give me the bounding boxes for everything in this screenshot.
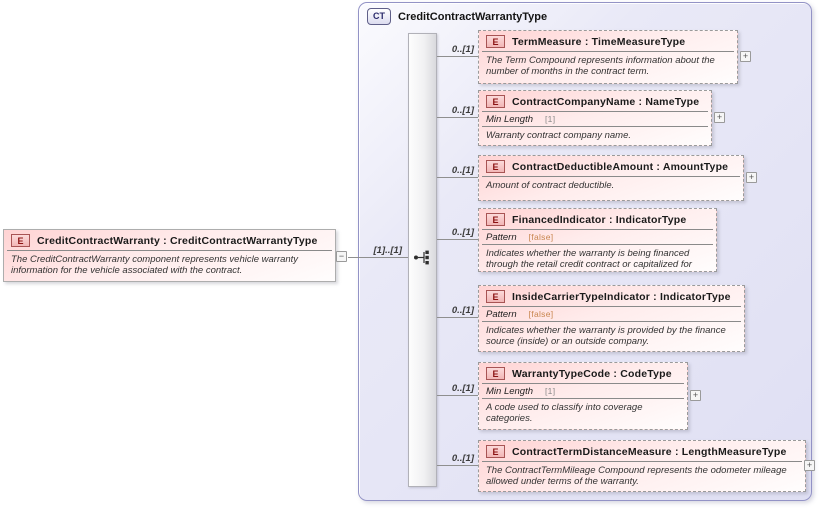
expand-icon[interactable]: + [690,390,701,401]
facet-row: Pattern [false] [479,307,744,321]
divider [482,383,684,384]
element-title: InsideCarrierTypeIndicator : IndicatorTy… [512,290,731,303]
complex-type-title: CreditContractWarrantyType [398,10,548,23]
connector-line [437,239,478,240]
connector-line [437,395,478,396]
element-icon: E [486,445,505,458]
divider [482,111,708,112]
cardinality-label: [1]..[1] [373,245,403,256]
cardinality-label: 0..[1] [451,383,474,394]
element-icon: E [486,95,505,108]
connector-line [437,177,478,178]
expand-icon[interactable]: + [746,172,757,183]
facet-name: Pattern [486,232,517,243]
element-title: WarrantyTypeCode : CodeType [512,367,672,380]
element-box-contracttermdistancemeasure[interactable]: E ContractTermDistanceMeasure : LengthMe… [478,440,806,492]
divider [482,306,741,307]
element-box-termmeasure[interactable]: E TermMeasure : TimeMeasureType The Term… [478,30,738,84]
element-icon: E [486,367,505,380]
element-description: The Term Compound represents information… [486,55,715,77]
facet-row: Min Length [1] [479,384,687,398]
divider [482,126,708,127]
connector-line [437,117,478,118]
element-description: A code used to classify into coverage ca… [486,402,643,424]
connector-line [437,317,478,318]
collapse-icon[interactable]: − [336,251,347,262]
divider [7,250,332,251]
element-description: Indicates whether the warranty is provid… [486,325,726,347]
element-title: ContractCompanyName : NameType [512,95,700,108]
expand-icon[interactable]: + [714,112,725,123]
facet-value: [false] [528,309,554,319]
cardinality-label: 0..[1] [451,44,474,55]
cardinality-label: 0..[1] [451,227,474,238]
cardinality-label: 0..[1] [451,305,474,316]
element-title: TermMeasure : TimeMeasureType [512,35,686,48]
element-box-contractcompanyname[interactable]: E ContractCompanyName : NameType Min Len… [478,90,712,146]
sequence-icon[interactable] [413,249,433,266]
element-icon: E [486,160,505,173]
cardinality-label: 0..[1] [451,165,474,176]
element-box-financedindicator[interactable]: E FinancedIndicator : IndicatorType Patt… [478,208,717,272]
element-box-warrantytypecode[interactable]: E WarrantyTypeCode : CodeType Min Length… [478,362,688,430]
element-description: The CreditContractWarranty component rep… [11,254,299,276]
divider [482,398,684,399]
element-description: Amount of contract deductible. [486,180,615,191]
divider [482,176,740,177]
expand-icon[interactable]: + [740,51,751,62]
element-title: FinancedIndicator : IndicatorType [512,213,687,226]
expand-icon[interactable]: + [804,460,815,471]
divider [482,244,713,245]
connector-line [437,56,478,57]
cardinality-label: 0..[1] [451,105,474,116]
element-title: CreditContractWarranty : CreditContractW… [37,234,318,247]
element-description: The ContractTermMileage Compound represe… [486,465,787,487]
cardinality-label: 0..[1] [451,453,474,464]
facet-name: Pattern [486,309,517,320]
divider [482,321,741,322]
element-icon: E [11,234,30,247]
facet-name: Min Length [486,114,534,125]
sequence-bar[interactable] [408,33,437,487]
facet-name: Min Length [486,386,534,397]
element-title: ContractDeductibleAmount : AmountType [512,160,729,173]
complex-type-icon: CT [367,8,391,25]
connector-line [348,257,408,258]
divider [482,51,734,52]
divider [482,461,802,462]
element-icon: E [486,290,505,303]
element-description: Warranty contract company name. [486,130,632,141]
element-box-insidecarriertypeindicator[interactable]: E InsideCarrierTypeIndicator : Indicator… [478,285,745,352]
element-description: Indicates whether the warranty is being … [486,248,692,271]
connector-line [437,465,478,466]
facet-value: [1] [545,114,556,124]
complex-type-header: CT CreditContractWarrantyType [367,8,547,25]
facet-value: [false] [528,232,554,242]
element-icon: E [486,35,505,48]
element-box-creditcontractwarranty[interactable]: E CreditContractWarranty : CreditContrac… [3,229,336,282]
element-box-contractdeductibleamount[interactable]: E ContractDeductibleAmount : AmountType … [478,155,744,201]
facet-row: Pattern [false] [479,230,716,244]
element-title: ContractTermDistanceMeasure : LengthMeas… [512,445,787,458]
facet-value: [1] [545,386,556,396]
facet-row: Min Length [1] [479,112,711,126]
element-icon: E [486,213,505,226]
divider [482,229,713,230]
